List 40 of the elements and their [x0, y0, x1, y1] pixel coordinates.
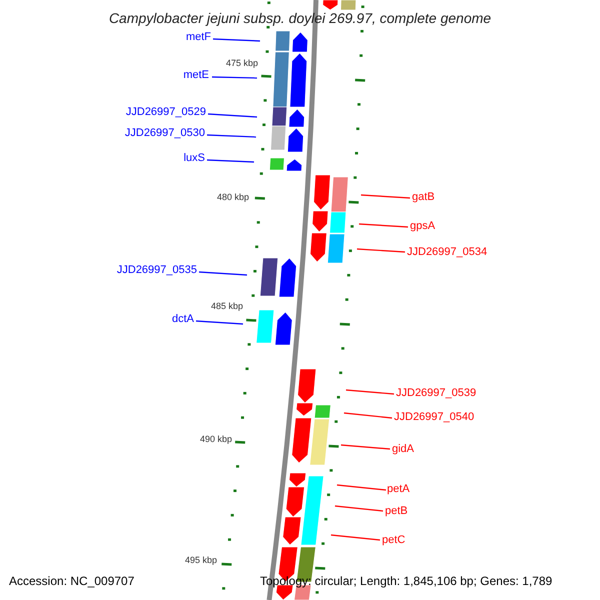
leader-line	[336, 484, 386, 491]
leader-line	[330, 534, 380, 541]
gene-label: petA	[387, 482, 410, 496]
leader-line	[360, 194, 410, 199]
position-label: 495 kbp	[184, 554, 217, 567]
leader-line	[198, 271, 248, 276]
leader-line	[340, 444, 390, 450]
leader-line	[334, 505, 384, 512]
gene-label: metF	[186, 30, 211, 44]
leader-line	[208, 113, 258, 118]
leader-line	[212, 76, 258, 79]
gene-label: JJD26997_0535	[116, 263, 197, 277]
gene-label: gpsA	[410, 219, 436, 233]
position-label: 490 kbp	[200, 433, 232, 446]
genome-info-text: Topology: circular; Length: 1,845,106 bp; Genes: 1,789	[260, 574, 552, 589]
leader-line	[206, 134, 256, 138]
leader-line	[356, 248, 406, 253]
gene-label: luxS	[184, 151, 205, 165]
position-label: 485 kbp	[210, 300, 243, 313]
gene-label: gatB	[412, 190, 435, 204]
leader-line	[358, 223, 408, 228]
leader-line	[346, 389, 394, 395]
leader-line	[344, 412, 392, 419]
leader-line	[206, 159, 254, 163]
gene-label: JJD26997_0540	[394, 410, 474, 424]
gene-label: dctA	[172, 312, 194, 326]
genome-info-text: Accession: NC_009707	[9, 574, 134, 589]
leader-line	[196, 320, 244, 325]
diagram-title: Campylobacter jejuni subsp. doylei 269.97, complete genome	[108, 9, 492, 27]
gene-label: gidA	[392, 442, 414, 456]
gene-label: JJD26997_0539	[396, 386, 476, 400]
position-label: 475 kbp	[226, 57, 258, 70]
position-label: 480 kbp	[216, 191, 249, 204]
gene-label: metE	[183, 68, 209, 82]
gene-label: petC	[382, 533, 406, 547]
gene-label: JJD26997_0529	[126, 105, 206, 119]
gene-label: JJD26997_0530	[124, 126, 205, 140]
gene-label: petB	[385, 504, 408, 518]
leader-line	[212, 38, 260, 42]
gene-label: JJD26997_0534	[407, 245, 488, 259]
